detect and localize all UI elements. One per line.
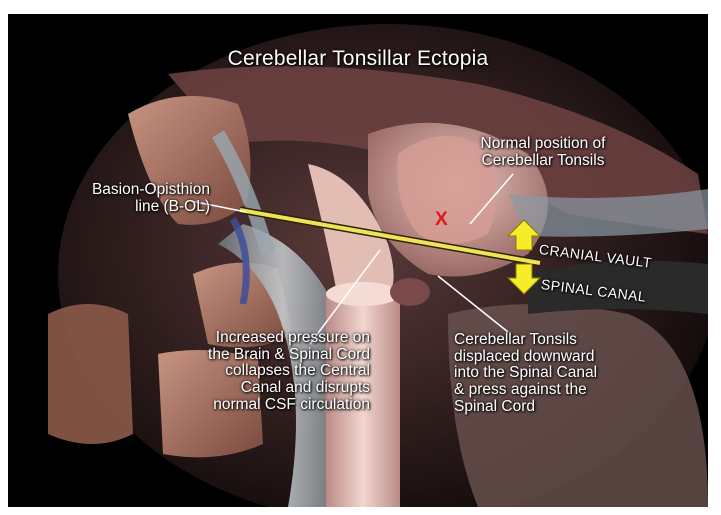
illustration-frame: Cerebellar Tonsillar Ectopia Basion-Opis… xyxy=(8,14,708,507)
jaw-bone xyxy=(48,304,133,444)
label-bol: Basion-Opisthion line (B-OL) xyxy=(30,182,210,215)
x-mark-icon: X xyxy=(435,210,448,231)
displaced-tonsil xyxy=(390,278,430,306)
spinal-cord-top xyxy=(326,282,400,306)
label-normal-position: Normal position of Cerebellar Tonsils xyxy=(453,136,633,169)
diagram-title: Cerebellar Tonsillar Ectopia xyxy=(8,48,708,71)
label-increased-pressure: Increased pressure on the Brain & Spinal… xyxy=(140,330,370,414)
label-tonsils-displaced: Cerebellar Tonsils displaced downward in… xyxy=(454,332,694,416)
